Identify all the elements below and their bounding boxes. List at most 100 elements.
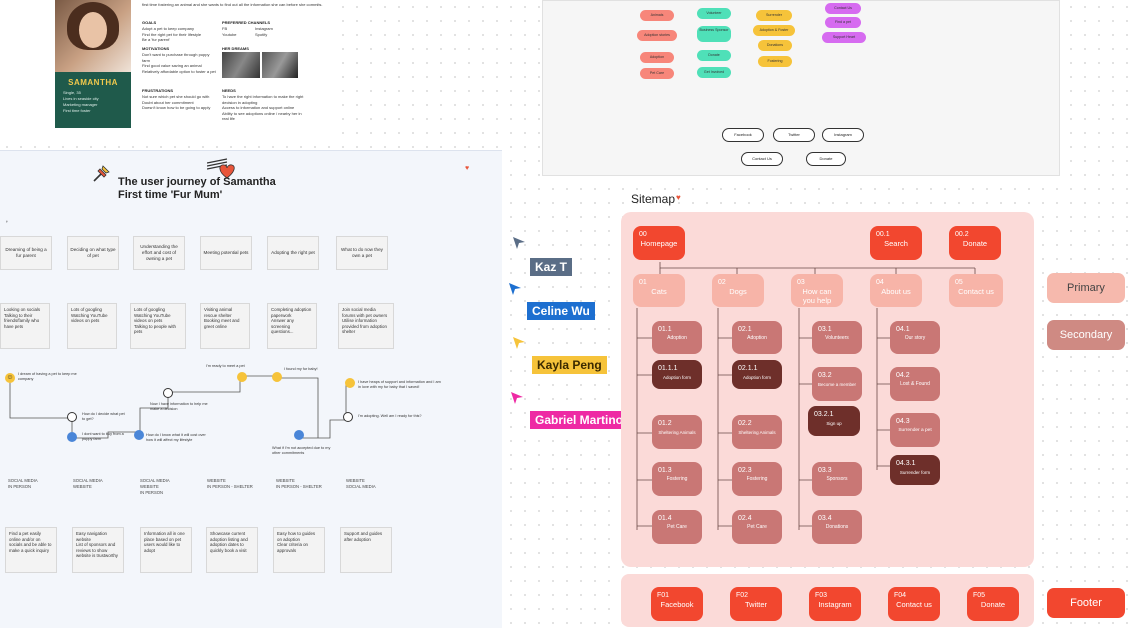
journey-title: The user journey of Samantha First time … xyxy=(118,176,276,202)
action-item: Watching YouTube videos on pets xyxy=(134,312,171,324)
node-label: Become a member xyxy=(818,382,857,387)
node-label: Lost & Found xyxy=(900,381,930,387)
node-code: 03 xyxy=(797,279,805,286)
category-pill[interactable]: Surrender xyxy=(756,10,792,21)
journey-action: Lots of googling Watching YouTube videos… xyxy=(67,303,117,349)
category-pill[interactable]: Animals xyxy=(640,10,674,21)
sitemap-node-homepage[interactable]: 00 Homepage xyxy=(633,226,685,260)
category-pill[interactable]: Find a pet xyxy=(825,17,861,28)
node-code: 03.3 xyxy=(818,467,832,474)
twitter-button[interactable]: Twitter xyxy=(773,128,815,142)
contact-button[interactable]: Contact Us xyxy=(741,152,783,166)
node-code: 01.1 xyxy=(658,326,672,333)
action-item: Answer any screening questions... xyxy=(271,318,294,335)
action-item: Join social media forums with pet owners xyxy=(342,307,388,318)
node-label: Donations xyxy=(825,524,849,530)
goals-heading: GOALS xyxy=(142,20,157,25)
node-label: Homepage xyxy=(640,239,678,248)
sitemap-node-dogs[interactable]: 02 Dogs xyxy=(712,274,764,307)
love-emoji-icon xyxy=(272,372,282,382)
category-pill[interactable]: Business Sponsor xyxy=(697,26,731,42)
category-pill[interactable]: Support Heart xyxy=(822,32,866,43)
action-item: Watching YouTube videos on pets xyxy=(71,312,108,324)
category-pill[interactable]: Pet Care xyxy=(640,68,674,79)
legend-secondary: Secondary xyxy=(1047,320,1125,350)
category-pill[interactable]: Get Involved xyxy=(697,67,731,78)
facebook-button[interactable]: Facebook xyxy=(722,128,764,142)
journey-title-line: The user journey of Samantha xyxy=(118,176,276,188)
node-code: 03.4 xyxy=(818,515,832,522)
sitemap-node-search[interactable]: 00.1 Search xyxy=(870,226,922,260)
cursor-arrow-icon xyxy=(513,337,525,349)
category-pill[interactable]: Donations xyxy=(758,40,792,51)
sitemap-node-cats[interactable]: 01 Cats xyxy=(633,274,685,307)
journey-stage: What to do now they own a pet xyxy=(336,236,388,270)
sad-emoji-icon xyxy=(67,432,77,442)
category-pill[interactable]: Fostering xyxy=(758,56,792,67)
motivation-item: Find good value saving an animal xyxy=(142,63,202,69)
channel-item: Spotify xyxy=(255,31,268,37)
frustration-item: Doubt about her commitment xyxy=(142,99,194,105)
persona-intro: first time fostering an animal and she w… xyxy=(142,2,323,7)
heart-eyes-emoji-icon xyxy=(345,378,355,388)
node-label: Donate xyxy=(980,600,1006,609)
category-pill[interactable]: Adoption stories xyxy=(637,30,677,41)
action-item: Visiting animal rescue shelter xyxy=(204,307,233,318)
sitemap-node-contact[interactable]: 05 Contact us xyxy=(949,274,1003,307)
node-label: Adoption form xyxy=(662,375,691,380)
category-pill[interactable]: Donate xyxy=(697,50,731,61)
sitemap-node-donate[interactable]: 00.2 Donate xyxy=(949,226,1001,260)
motivation-item: Relatively affordable option to foster a… xyxy=(142,68,216,74)
node-code: 03.2 xyxy=(818,372,832,379)
persona-photo xyxy=(55,0,131,72)
sitemap-node-about[interactable]: 04 About us xyxy=(870,274,922,307)
node-label: Volunteers xyxy=(825,335,849,341)
sitemap-node-help[interactable]: 03 How can you help xyxy=(791,274,843,307)
anxious-emoji-icon xyxy=(294,430,304,440)
persona-fact: First time foster xyxy=(63,108,91,113)
frustration-item: Not sure which pet she should go with xyxy=(142,94,210,99)
need-item: To have the right information to make th… xyxy=(222,94,304,105)
journey-action: Visiting animal rescue shelter Booking m… xyxy=(200,303,250,349)
instagram-button[interactable]: Instagram xyxy=(822,128,864,142)
persona-fact: Lives in seaside city xyxy=(63,96,99,101)
category-pill[interactable]: Volunteer xyxy=(697,8,731,19)
category-pill[interactable]: Contact Us xyxy=(825,3,861,14)
channel-label-line: WEBSITE xyxy=(207,478,226,483)
category-pill[interactable]: Adoption xyxy=(640,52,674,63)
node-label: Adoption xyxy=(747,335,767,341)
channel-label-line: WEBSITE xyxy=(73,484,92,489)
action-item: Lots of googling xyxy=(71,307,103,312)
category-pill[interactable]: Adoption & Foster xyxy=(753,25,795,36)
node-code: F03 xyxy=(815,592,828,599)
node-code: 04 xyxy=(876,279,884,286)
node-code: 02.3 xyxy=(738,467,752,474)
journey-action: Completing adoption paperwork Answer any… xyxy=(267,303,317,349)
donate-button[interactable]: Donate xyxy=(806,152,846,166)
